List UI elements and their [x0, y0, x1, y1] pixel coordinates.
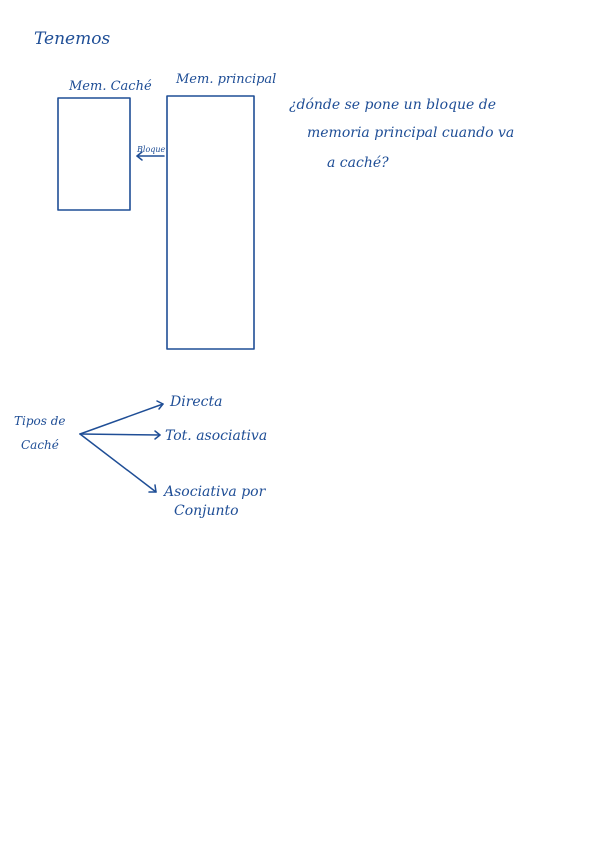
- branch-label-tot-asociativa: Tot. asociativa: [165, 428, 267, 444]
- main-memory-label: Mem. principal: [175, 72, 276, 87]
- cache-types-root-line-1: Tipos de: [14, 414, 66, 428]
- main-memory-box: [166, 95, 255, 350]
- question-line-1: ¿dónde se pone un bloque de: [289, 97, 496, 113]
- branch-arrow-tot-asociativa: [79, 430, 161, 440]
- heading-text: Tenemos: [34, 29, 110, 49]
- block-transfer-arrow: [136, 151, 165, 161]
- branch-label-asociativa-por: Asociativa por: [162, 484, 267, 500]
- question-line-3: a caché?: [327, 155, 389, 171]
- cache-types-root-line-2: Caché: [21, 438, 59, 452]
- branch-label-conjunto: Conjunto: [174, 503, 239, 519]
- cache-memory-box: [57, 97, 131, 211]
- block-arrow-label: Bloque: [136, 145, 166, 154]
- branch-arrow-asociativa-conjunto: [79, 433, 157, 493]
- memory-diagram: Mem. Caché Mem. principal Bloque: [57, 72, 276, 350]
- branch-arrow-directa: [79, 400, 164, 435]
- question-line-2: memoria principal cuando va: [307, 125, 514, 141]
- branch-label-directa: Directa: [169, 394, 223, 410]
- question-block: ¿dónde se pone un bloque de memoria prin…: [289, 97, 514, 171]
- cache-memory-label: Mem. Caché: [68, 79, 152, 94]
- cache-types-tree: Tipos de Caché Directa Tot. asociativa A…: [14, 394, 267, 519]
